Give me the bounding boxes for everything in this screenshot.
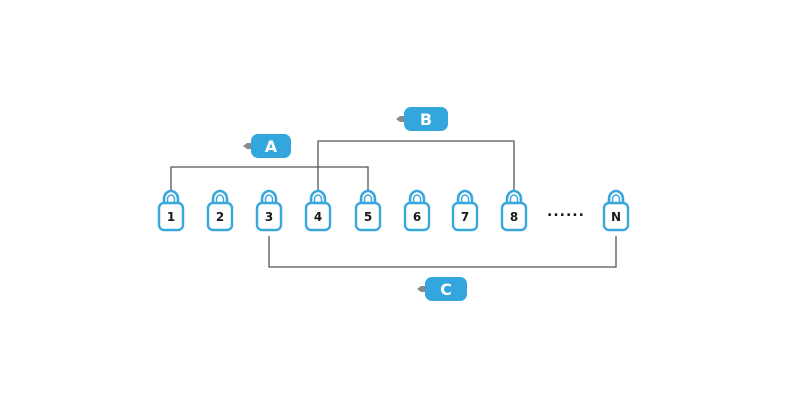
lock-4: 4 [304,189,332,232]
key-tag-a: A [243,134,291,158]
lock-label: 3 [265,210,273,224]
lock-5: 5 [354,189,382,232]
lock-label: 5 [364,210,372,224]
lock-1: 1 [157,189,185,232]
key-tag-c: C [417,277,467,301]
lock-label: 2 [216,210,224,224]
lock-label: N [611,210,621,224]
lock-3: 3 [255,189,283,232]
lock-label: 7 [461,210,469,224]
lock-7: 7 [451,189,479,232]
bracket-b [317,140,515,192]
lock-n: N [602,189,630,232]
lock-ellipsis: ...... [547,204,585,220]
lock-8: 8 [500,189,528,232]
lock-label: 1 [167,210,175,224]
lock-6: 6 [403,189,431,232]
key-label-c: C [440,280,452,299]
key-label-a: A [265,137,278,156]
lock-2: 2 [206,189,234,232]
bracket-c [268,236,617,268]
key-label-b: B [420,110,432,129]
lock-label: 6 [413,210,421,224]
lock-label: 4 [314,210,322,224]
bracket-a [170,166,369,192]
key-tag-b: B [396,107,448,131]
lock-label: 8 [510,210,518,224]
